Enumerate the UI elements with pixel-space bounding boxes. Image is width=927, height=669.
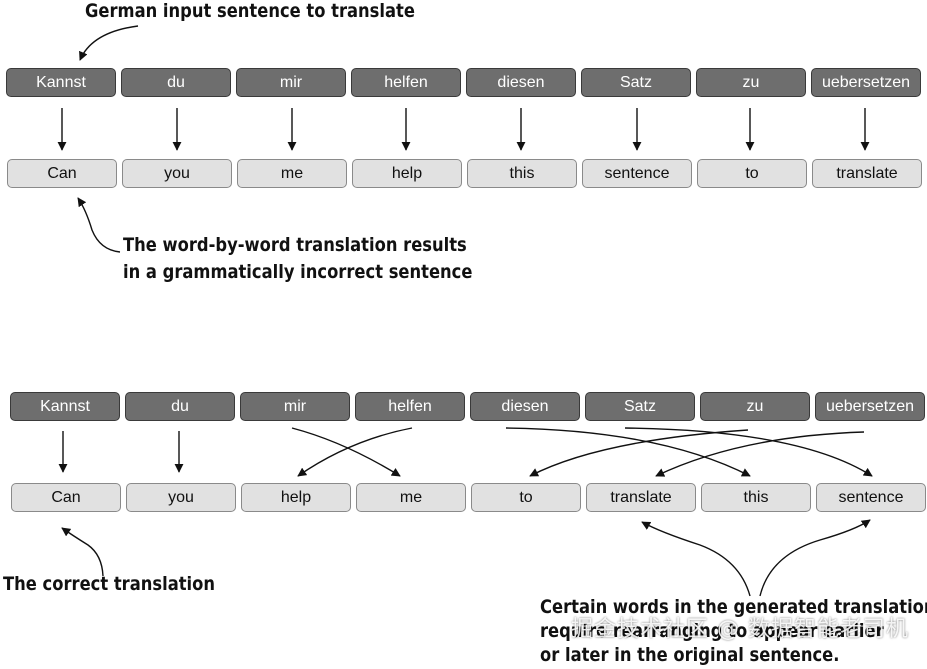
arrow-zu-to-to [529,429,749,477]
bottom-english-word-5: to [471,483,581,512]
bottom-english-word-2: you [126,483,236,512]
correct-translation-note-text: The correct translation [3,573,216,595]
bottom-german-word-6: Satz [585,392,695,421]
arrow-helfen-to-help [297,427,413,477]
top-english-word-7: to [697,159,807,188]
reorder-note-line-1: Certain words in the generated translati… [540,596,927,618]
word-by-word-note-line-1: The word-by-word translation results [123,234,467,256]
top-german-word-2: du [121,68,231,97]
word-by-word-note: The word-by-word translation results in … [123,232,472,286]
top-english-word-1: Can [7,159,117,188]
bottom-german-word-1: Kannst [10,392,120,421]
watermark: 掘金技术社区 @ 数据智能老司机 [571,617,909,642]
top-english-word-5: this [467,159,577,188]
bottom-german-word-2: du [125,392,235,421]
top-german-word-5: diesen [466,68,576,97]
top-german-word-4: helfen [351,68,461,97]
top-english-word-4: help [352,159,462,188]
bottom-english-word-1: Can [11,483,121,512]
bottom-english-word-3: help [241,483,351,512]
arrow-mir-to-me [291,427,401,477]
top-german-word-8: uebersetzen [811,68,921,97]
bottom-german-word-8: uebersetzen [815,392,925,421]
word-by-word-note-line-2: in a grammatically incorrect sentence [123,261,473,283]
reorder-note-line-2: require rearranging to appear earlier [540,620,884,642]
top-german-word-6: Satz [581,68,691,97]
top-german-word-3: mir [236,68,346,97]
reorder-note: Certain words in the generated translati… [540,595,927,667]
pointer-input-note [79,25,139,61]
input-note: German input sentence to translate [85,0,415,25]
top-english-word-6: sentence [582,159,692,188]
correct-translation-note: The correct translation [3,571,215,598]
bottom-german-word-4: helfen [355,392,465,421]
bottom-english-word-7: this [701,483,811,512]
bottom-english-word-8: sentence [816,483,926,512]
bottom-german-word-5: diesen [470,392,580,421]
top-english-word-2: you [122,159,232,188]
pointer-reorder-note-left [641,521,751,597]
bottom-english-word-4: me [356,483,466,512]
pointer-correct-note [61,527,104,577]
top-english-word-3: me [237,159,347,188]
bottom-english-word-6: translate [586,483,696,512]
arrow-diesen-to-this [505,427,751,477]
pointer-word-by-word-note [77,197,121,253]
top-english-word-8: translate [812,159,922,188]
arrow-satz-to-sentence [624,427,873,477]
top-german-word-7: zu [696,68,806,97]
top-german-word-1: Kannst [6,68,116,97]
bottom-german-word-7: zu [700,392,810,421]
bottom-german-word-3: mir [240,392,350,421]
input-note-text: German input sentence to translate [85,0,415,22]
pointer-reorder-note-right [759,519,871,597]
reorder-note-line-3: or later in the original sentence. [540,644,840,666]
arrow-uebersetzen-to-translate [655,431,865,477]
